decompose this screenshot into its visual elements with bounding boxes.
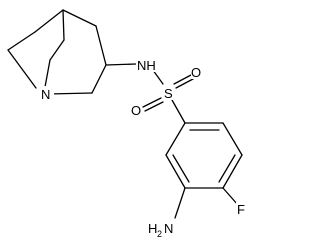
bond-s-o-lower-1 xyxy=(142,97,162,108)
oxygen-lower-label: O xyxy=(131,103,141,118)
bond-c3-nh xyxy=(105,63,137,66)
bond-ring-nh2 xyxy=(174,187,186,219)
ring-nitrogen-label: N xyxy=(41,87,50,102)
amine-label: H 2 N xyxy=(148,221,173,239)
bond-ring-f xyxy=(222,187,239,206)
chemical-structure: N NH S O O F H 2 N xyxy=(7,9,245,239)
bond-s-o-lower-2 xyxy=(144,101,164,112)
svg-text:2: 2 xyxy=(157,229,162,239)
oxygen-upper-label: O xyxy=(191,65,201,80)
bond-s-ring xyxy=(171,99,186,124)
sulfur-label: S xyxy=(164,86,173,101)
fluorine-label: F xyxy=(237,202,245,217)
benzene-ring xyxy=(165,122,243,189)
quinuclidine-ring xyxy=(7,9,107,95)
bond-s-o-upper-1 xyxy=(173,74,192,85)
bond-s-o-upper-2 xyxy=(175,78,194,89)
amide-nh-label: NH xyxy=(137,58,156,73)
svg-text:H: H xyxy=(148,221,157,236)
svg-text:N: N xyxy=(164,221,173,236)
